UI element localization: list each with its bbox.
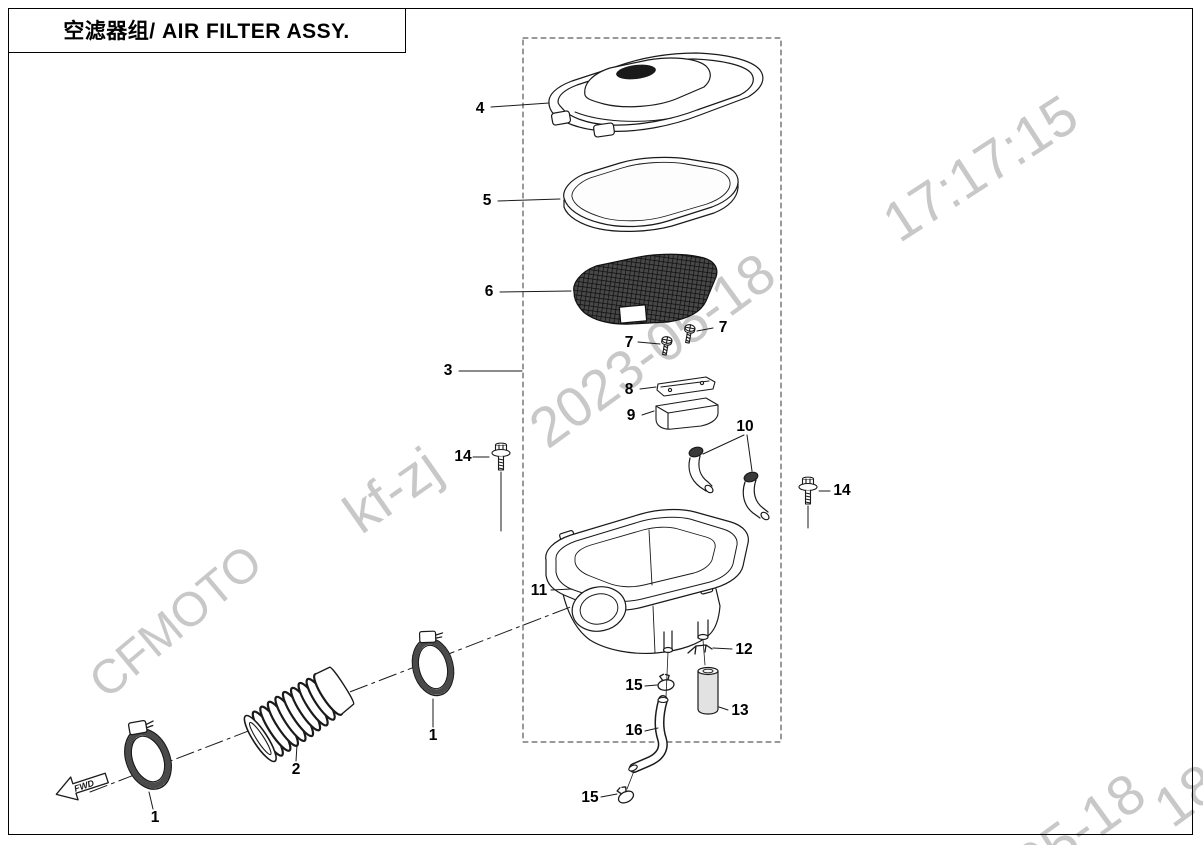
part-6-filter-mesh (573, 253, 718, 325)
fwd-arrow: FWD (55, 772, 109, 801)
leader-lines (148, 102, 831, 810)
part-15-hose-clip (655, 672, 676, 692)
part-12-drain-clip (687, 644, 713, 655)
part-2-intake-bellows (243, 666, 355, 763)
part-9-seal-pad (655, 397, 719, 430)
part-7-screw (681, 323, 697, 345)
part-10-breather-hose (688, 446, 714, 494)
part-1-hose-clamp (405, 626, 460, 700)
page-title: 空滤器组/ AIR FILTER ASSY. (63, 20, 350, 43)
part-16-drain-hose (628, 695, 669, 773)
part-10-breather-hose (742, 471, 770, 521)
part-14-flange-bolt (491, 442, 511, 471)
part-4-air-filter-cover (548, 52, 764, 138)
part-14-flange-bolt (798, 476, 818, 505)
part-7-screw (658, 335, 674, 357)
title-box: 空滤器组/ AIR FILTER ASSY. (8, 8, 406, 53)
part-1-hose-clamp (113, 713, 180, 796)
part-5-filter-element (563, 156, 739, 232)
assembly-boundary (522, 37, 782, 743)
part-11-air-box-body (545, 508, 749, 655)
part-13-drain-tube (697, 666, 719, 715)
part-8-retainer-plate (656, 376, 716, 397)
